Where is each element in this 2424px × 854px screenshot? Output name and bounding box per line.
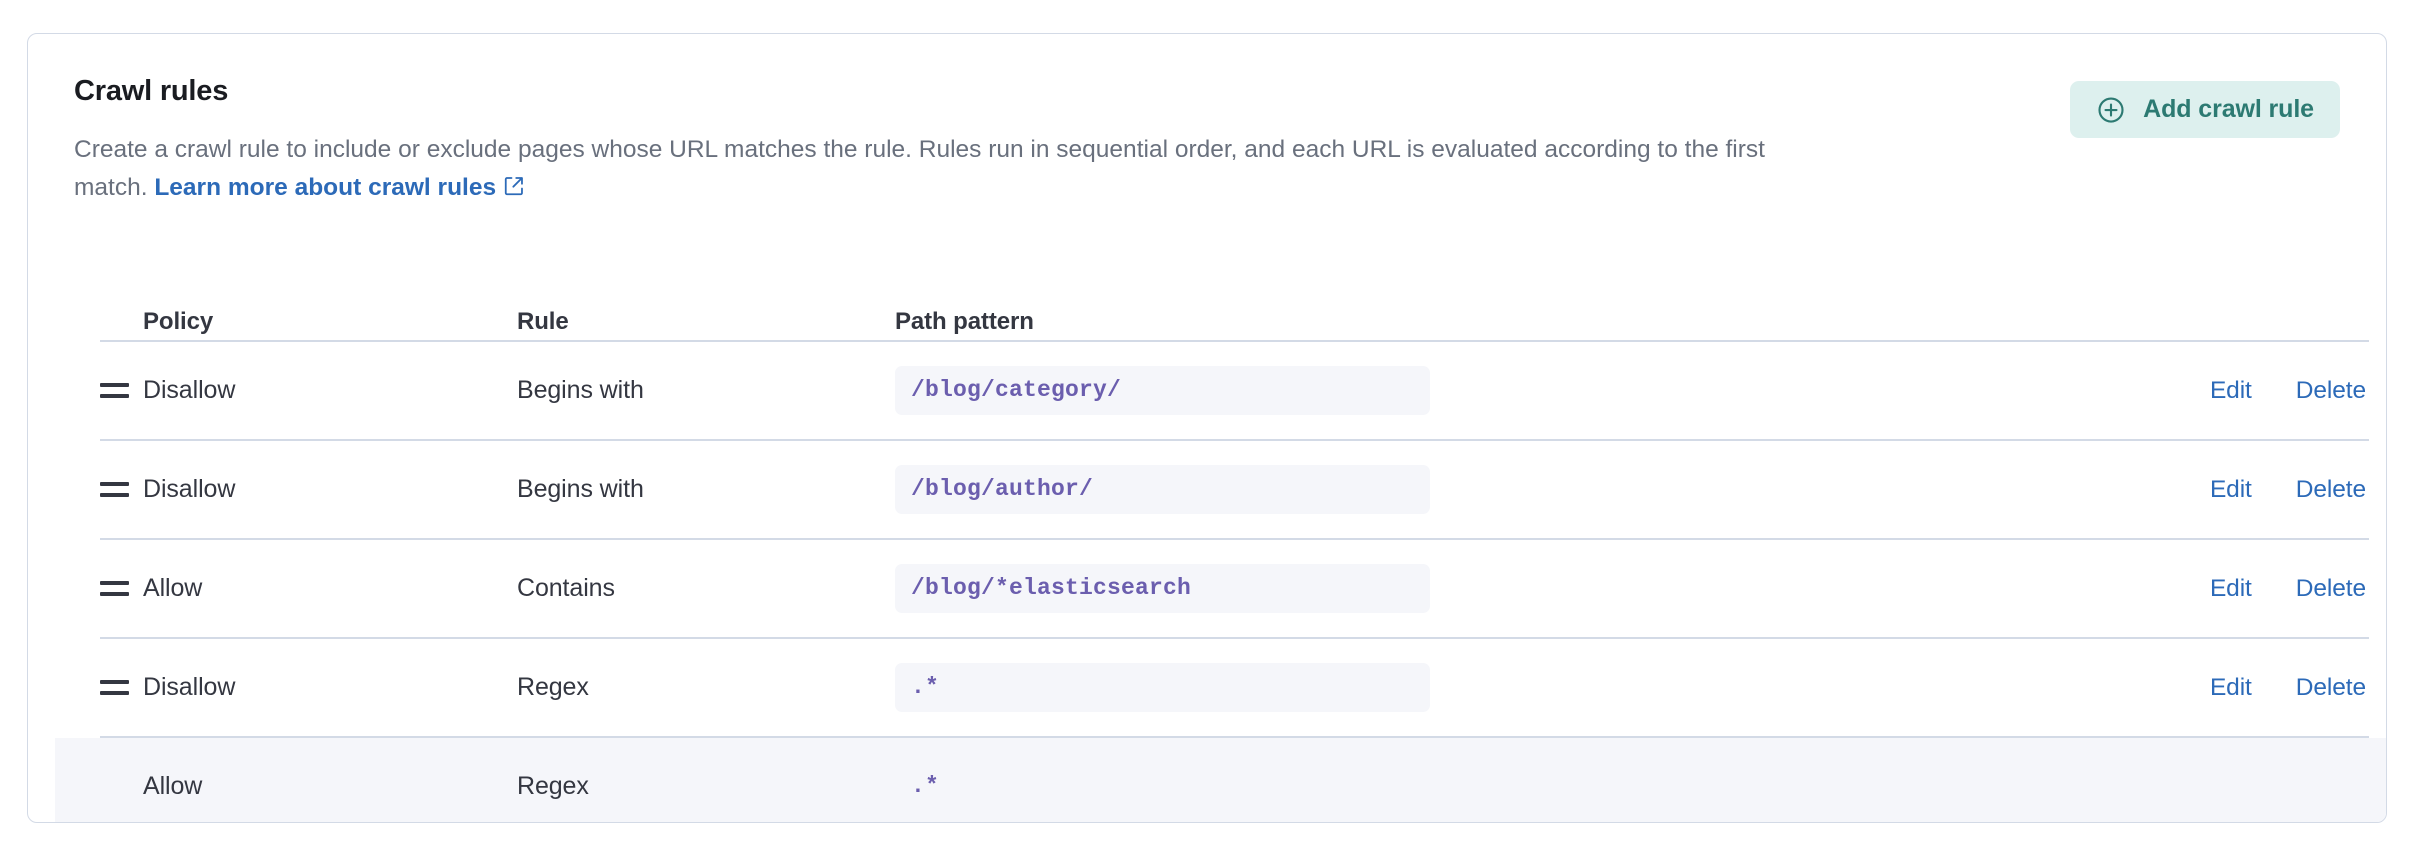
crawl-rules-table: Policy Rule Path pattern Disallow Begins… bbox=[55, 290, 2386, 822]
column-header-policy: Policy bbox=[143, 308, 214, 335]
learn-more-label: Learn more about crawl rules bbox=[154, 173, 497, 201]
column-header-rule: Rule bbox=[517, 308, 569, 335]
delete-link[interactable]: Delete bbox=[2295, 574, 2366, 602]
edit-link[interactable]: Edit bbox=[2209, 673, 2252, 701]
cell-path-pattern: /blog/*elasticsearch bbox=[895, 563, 2089, 614]
cell-policy: Allow bbox=[143, 772, 203, 800]
path-pattern-code: .* bbox=[911, 772, 940, 799]
drag-handle-icon[interactable] bbox=[100, 477, 132, 503]
delete-link[interactable]: Delete bbox=[2295, 673, 2366, 701]
column-header-path-pattern: Path pattern bbox=[895, 308, 1034, 335]
row-handle-cell bbox=[100, 477, 143, 503]
learn-more-link[interactable]: Learn more about crawl rules bbox=[154, 174, 525, 201]
table-header-row: Policy Rule Path pattern bbox=[100, 290, 2369, 342]
cell-rule: Begins with bbox=[517, 376, 644, 404]
drag-handle-icon[interactable] bbox=[100, 576, 132, 602]
delete-link[interactable]: Delete bbox=[2295, 475, 2366, 503]
delete-link[interactable]: Delete bbox=[2295, 376, 2366, 404]
path-pattern-code: /blog/author/ bbox=[895, 464, 1430, 515]
row-handle-cell bbox=[100, 576, 143, 602]
add-crawl-rule-button[interactable]: Add crawl rule bbox=[2070, 81, 2340, 138]
cell-path-pattern: .* bbox=[895, 762, 2134, 811]
plus-circle-icon bbox=[2096, 95, 2126, 125]
cell-path-pattern: /blog/author/ bbox=[895, 464, 2089, 515]
edit-link[interactable]: Edit bbox=[2209, 574, 2252, 602]
cell-rule: Regex bbox=[517, 673, 589, 701]
row-handle-cell bbox=[100, 675, 143, 701]
table-row: Disallow Begins with /blog/category/ Edi… bbox=[100, 342, 2369, 441]
page-title: Crawl rules bbox=[74, 75, 229, 107]
path-pattern-code: /blog/category/ bbox=[895, 365, 1430, 416]
cell-actions: Edit Delete bbox=[2089, 674, 2369, 702]
cell-path-pattern: .* bbox=[895, 662, 2089, 713]
table-row: Disallow Begins with /blog/author/ Edit … bbox=[100, 441, 2369, 540]
cell-policy: Allow bbox=[143, 574, 203, 602]
path-pattern-code: .* bbox=[895, 662, 1430, 713]
panel-description: Create a crawl rule to include or exclud… bbox=[74, 131, 1774, 209]
external-link-icon bbox=[503, 171, 525, 209]
drag-handle-icon[interactable] bbox=[100, 378, 132, 404]
edit-link[interactable]: Edit bbox=[2209, 376, 2252, 404]
cell-rule: Contains bbox=[517, 574, 615, 602]
cell-actions: Edit Delete bbox=[2089, 575, 2369, 603]
table-row: Allow Contains /blog/*elasticsearch Edit… bbox=[100, 540, 2369, 639]
panel-description-text: Create a crawl rule to include or exclud… bbox=[74, 135, 1765, 201]
cell-policy: Disallow bbox=[143, 376, 236, 404]
panel-header: Crawl rules Create a crawl rule to inclu… bbox=[28, 34, 2386, 214]
path-pattern-code: /blog/*elasticsearch bbox=[895, 563, 1430, 614]
add-crawl-rule-label: Add crawl rule bbox=[2143, 95, 2314, 123]
row-handle-cell bbox=[100, 378, 143, 404]
cell-rule: Begins with bbox=[517, 475, 644, 503]
cell-policy: Disallow bbox=[143, 475, 236, 503]
cell-policy: Disallow bbox=[143, 673, 236, 701]
table-row: Disallow Regex .* Edit Delete bbox=[100, 639, 2369, 738]
edit-link[interactable]: Edit bbox=[2209, 475, 2252, 503]
cell-path-pattern: /blog/category/ bbox=[895, 365, 2089, 416]
cell-actions: Edit Delete bbox=[2089, 476, 2369, 504]
cell-actions: Edit Delete bbox=[2089, 377, 2369, 405]
crawl-rules-panel: Crawl rules Create a crawl rule to inclu… bbox=[27, 33, 2387, 823]
drag-handle-icon[interactable] bbox=[100, 675, 132, 701]
cell-rule: Regex bbox=[517, 772, 589, 800]
table-row-default: Allow Regex .* bbox=[55, 738, 2386, 822]
